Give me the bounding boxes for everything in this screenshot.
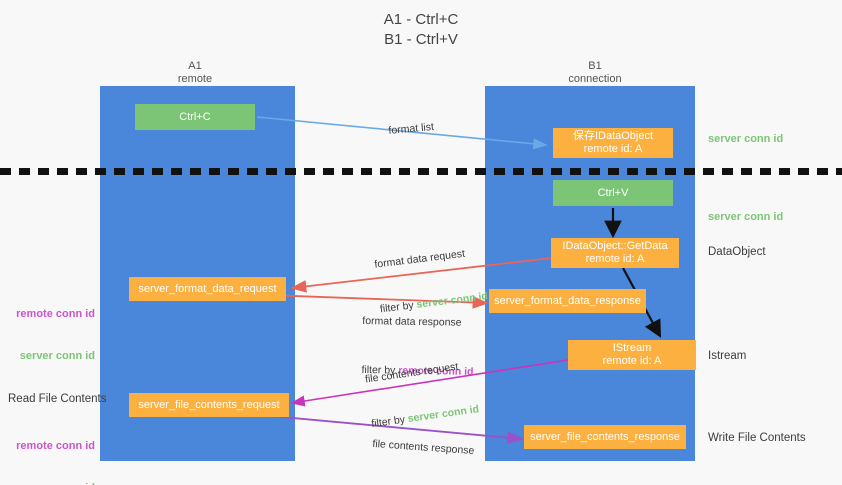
left-conn-id-stack-file: remote conn id server conn id [0, 411, 95, 485]
edge-label-format-list: format list [375, 105, 436, 155]
server-format-data-response-node[interactable]: server_format_data_response [489, 289, 646, 313]
edge-label-file-contents-response: file contents response filter by remote … [366, 407, 486, 485]
istream-node[interactable]: IStream remote id: A [568, 340, 696, 370]
server-format-data-request-node[interactable]: server_format_data_request [129, 277, 286, 301]
label-dataobject: DataObject [708, 246, 766, 258]
edge-format-list-line1: format list [388, 120, 435, 137]
ctrl-v-node[interactable]: Ctrl+V [553, 180, 673, 206]
save-idataobject-node[interactable]: 保存IDataObject remote id: A [553, 128, 673, 158]
server-file-contents-request-node[interactable]: server_file_contents_request [129, 393, 289, 417]
label-server-conn-id-format: server conn id [19, 350, 95, 362]
server-file-contents-response-node[interactable]: server_file_contents_response [524, 425, 686, 449]
idataobject-getdata-node[interactable]: IDataObject::GetData remote id: A [551, 238, 679, 268]
label-remote-conn-id-format: remote conn id [16, 308, 95, 320]
label-server-conn-id-second: server conn id [708, 211, 784, 223]
column-header-b1: B1 connection [568, 60, 622, 85]
edge-format-data-request-line1: format data request [373, 247, 466, 271]
label-server-conn-id-top: server conn id [708, 133, 784, 145]
column-header-a1: A1 remote [177, 60, 213, 85]
left-conn-id-stack-format: remote conn id server conn id [0, 279, 95, 391]
edge-file-contents-request-line1: file contents request [364, 360, 460, 386]
phase-separator-dashed-line [0, 168, 842, 175]
label-server-conn-id-file: server conn id [0, 481, 95, 485]
label-write-file-contents: Write File Contents [708, 432, 806, 444]
edge-file-contents-response-line1: file contents response [372, 437, 475, 458]
label-read-file-contents: Read File Contents [8, 393, 107, 405]
label-remote-conn-id-file: remote conn id [16, 440, 95, 452]
page-title: A1 - Ctrl+C B1 - Ctrl+V [383, 11, 459, 48]
ctrl-c-node[interactable]: Ctrl+C [135, 104, 255, 130]
label-istream: Istream [708, 350, 747, 362]
